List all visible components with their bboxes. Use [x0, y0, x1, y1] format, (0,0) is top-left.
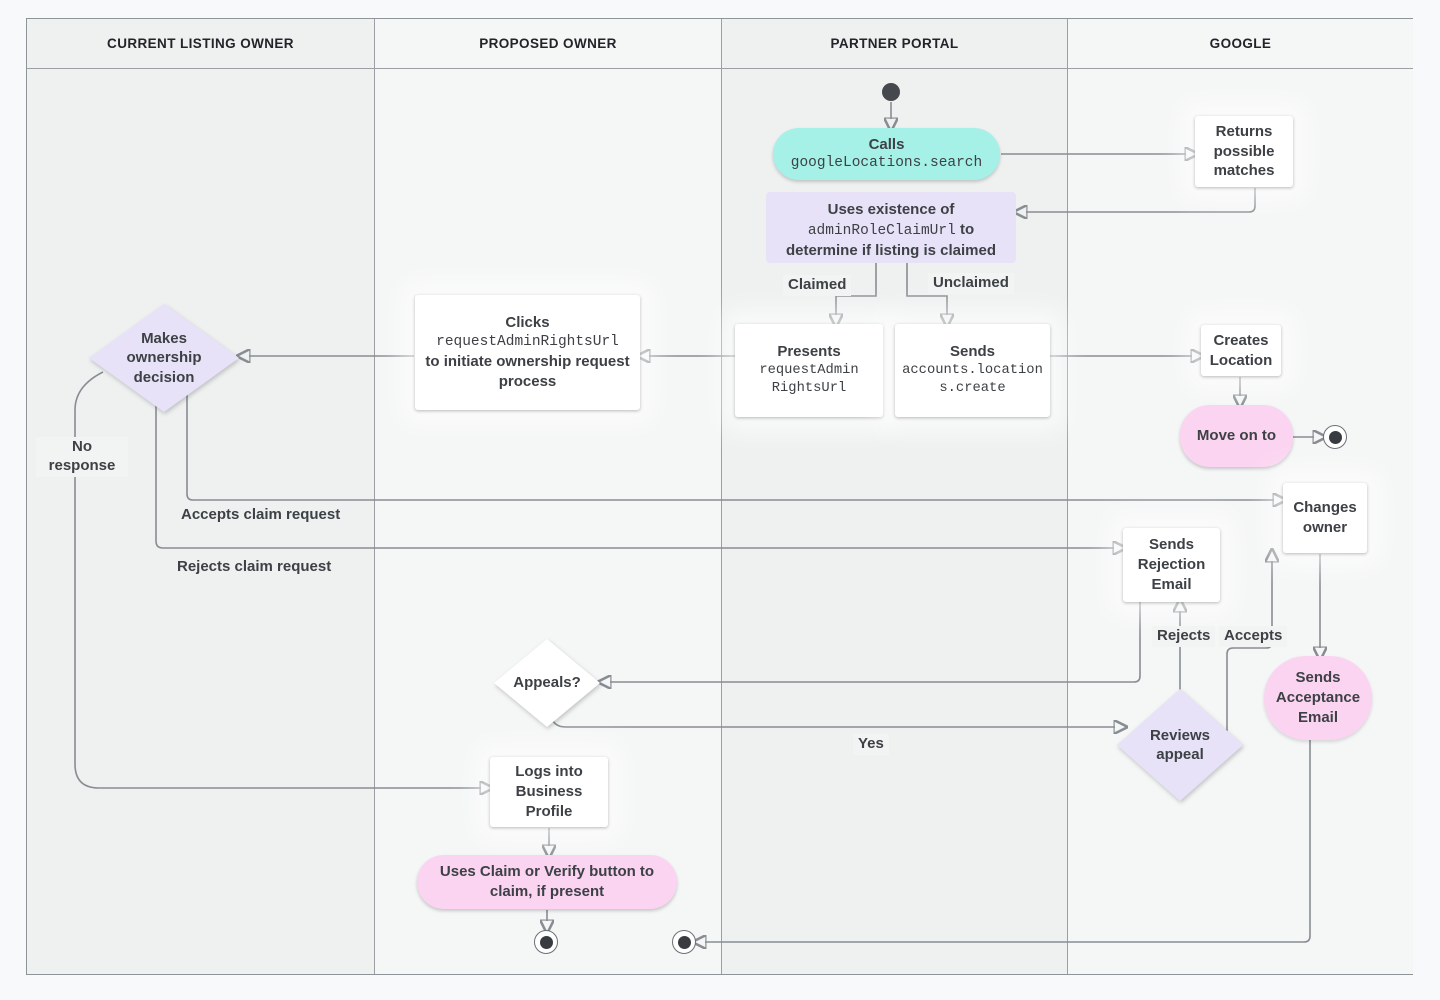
- node-label: Uses Claim or Verify button to claim, if…: [439, 863, 655, 900]
- node-makes-ownership-decision: Makes ownership decision: [89, 304, 239, 412]
- node-creates-location: Creates Location: [1201, 325, 1281, 376]
- node-calls-googlelocations-search: Calls googleLocations.search: [773, 128, 1000, 180]
- node-code-label: adminRoleClaimUrl: [807, 222, 956, 239]
- node-code-label: googleLocations.search: [790, 155, 983, 172]
- node-logs-into-business-profile: Logs into Business Profile: [490, 757, 608, 827]
- lane-header-proposed-owner: PROPOSED OWNER: [375, 19, 721, 69]
- edge-label-claimed: Claimed: [783, 275, 852, 296]
- node-label-pre: Uses existence of: [827, 201, 955, 218]
- node-move-on-to: Move on to: [1180, 405, 1293, 467]
- node-sends-accounts-locations-create: Sends accounts.locations.create: [895, 324, 1050, 417]
- end-node-claim-flow: [534, 930, 558, 954]
- end-node-acceptance-flow: [672, 930, 696, 954]
- start-node: [882, 83, 900, 101]
- node-presents-requestadminrightsurl: Presents requestAdminRightsUrl: [735, 324, 883, 417]
- lane-current-listing-owner: CURRENT LISTING OWNER: [27, 19, 374, 974]
- node-label: Makes ownership decision: [126, 329, 202, 386]
- edge-label-accepts: Accepts: [1219, 626, 1288, 647]
- node-sends-rejection-email: Sends Rejection Email: [1123, 528, 1220, 602]
- edge-label-unclaimed: Unclaimed: [928, 273, 1014, 294]
- node-action-label: Sends: [949, 343, 995, 361]
- node-code-label: requestAdminRightsUrl: [759, 363, 859, 397]
- node-returns-possible-matches: Returns possible matches: [1195, 116, 1293, 187]
- node-label: Returns possible matches: [1213, 122, 1275, 180]
- edge-label-yes: Yes: [853, 734, 889, 755]
- node-code-label: accounts.locations.create: [902, 363, 1043, 397]
- node-action-label: Clicks: [505, 314, 550, 332]
- node-reviews-appeal: Reviews appeal: [1117, 689, 1243, 801]
- node-appeals-decision: Appeals?: [494, 639, 600, 727]
- node-label: Sends Rejection Email: [1137, 536, 1206, 593]
- lane-header-partner-portal: PARTNER PORTAL: [722, 19, 1067, 69]
- node-label: Sends Acceptance Email: [1275, 669, 1361, 726]
- end-dot: [539, 935, 553, 949]
- edge-label-rejects-claim-request: Rejects claim request: [177, 558, 332, 575]
- node-label: Appeals?: [513, 674, 581, 692]
- edge-label-no-response: No response: [36, 437, 128, 477]
- node-label: Reviews appeal: [1149, 726, 1211, 764]
- node-action-label: Presents: [777, 343, 841, 361]
- end-dot: [677, 935, 691, 949]
- node-clicks-requestadminrightsurl: Clicks requestAdminRightsUrl to initiate…: [415, 295, 640, 410]
- node-label: Creates Location: [1209, 331, 1273, 369]
- node-label-post: to initiate ownership request process: [425, 353, 630, 390]
- end-dot: [1328, 430, 1342, 444]
- lane-proposed-owner: PROPOSED OWNER: [374, 19, 721, 974]
- node-label: Move on to: [1196, 427, 1277, 445]
- edge-label-accepts-claim-request: Accepts claim request: [181, 506, 341, 523]
- node-code-label: requestAdminRightsUrl: [436, 334, 619, 351]
- node-uses-existence-adminroleclaimurl: Uses existence of adminRoleClaimUrl to d…: [766, 192, 1016, 263]
- lane-header-google: GOOGLE: [1068, 19, 1413, 69]
- node-label: Changes owner: [1293, 499, 1357, 536]
- lane-header-current-listing-owner: CURRENT LISTING OWNER: [27, 19, 374, 69]
- edge-label-rejects: Rejects: [1152, 626, 1216, 647]
- node-changes-owner: Changes owner: [1283, 483, 1367, 553]
- node-action-label: Calls: [868, 135, 905, 153]
- node-label: Logs into Business Profile: [515, 763, 583, 820]
- node-sends-acceptance-email: Sends Acceptance Email: [1264, 656, 1372, 740]
- node-uses-claim-or-verify-button: Uses Claim or Verify button to claim, if…: [417, 855, 677, 909]
- node-label-post: to determine if listing is claimed: [785, 220, 997, 259]
- end-node-move-on: [1323, 425, 1347, 449]
